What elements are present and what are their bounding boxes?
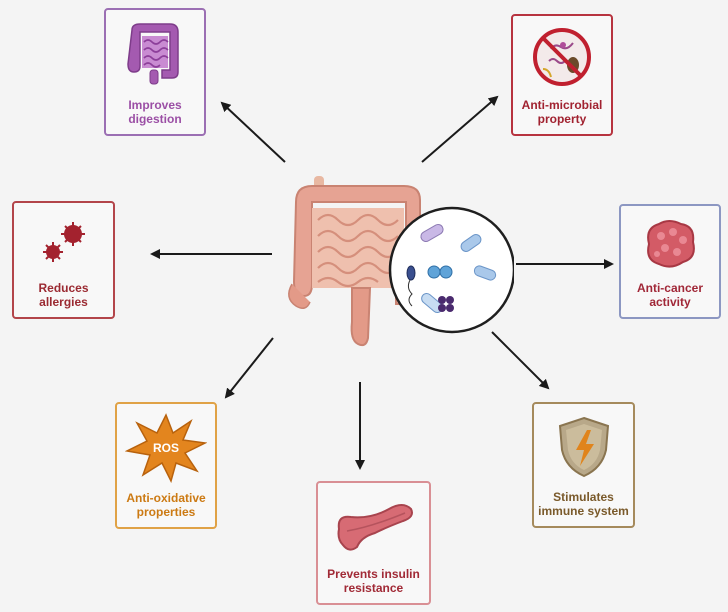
arrow-to-digestion <box>220 101 286 163</box>
benefit-card-allergies: Reduces allergies <box>12 201 115 319</box>
ros-burst-icon: ROS <box>117 404 215 491</box>
gut-microbiome-illustration <box>288 176 514 347</box>
no-pathogen-icon <box>513 16 611 98</box>
intestine-icon <box>106 10 204 98</box>
benefit-label: Reduces allergies <box>38 281 89 309</box>
benefit-label: Anti-microbial property <box>521 98 603 126</box>
arrow-to-oxidative <box>224 337 274 399</box>
pancreas-icon <box>318 483 429 567</box>
arrow-to-immune <box>491 331 550 390</box>
benefit-label: Stimulates immune system <box>538 490 629 518</box>
benefit-card-anticancer: Anti-cancer activity <box>619 204 721 319</box>
benefit-label: Improves digestion <box>128 98 182 126</box>
benefit-label: Anti-oxidative properties <box>126 491 206 519</box>
benefit-card-antioxidative: ROS Anti-oxidative properties <box>115 402 217 529</box>
ros-text: ROS <box>152 440 179 455</box>
tumor-icon <box>621 206 719 281</box>
benefit-card-digestion: Improves digestion <box>104 8 206 136</box>
shield-icon <box>534 404 633 490</box>
benefit-card-immune: Stimulates immune system <box>532 402 635 528</box>
benefit-label: Prevents insulin resistance <box>327 567 420 595</box>
benefit-card-insulin: Prevents insulin resistance <box>316 481 431 605</box>
microbe-circle <box>388 206 514 334</box>
allergen-icon <box>14 203 113 281</box>
benefit-card-antimicrobial: Anti-microbial property <box>511 14 613 136</box>
benefit-label: Anti-cancer activity <box>636 281 704 309</box>
arrow-to-microbial <box>421 95 499 163</box>
